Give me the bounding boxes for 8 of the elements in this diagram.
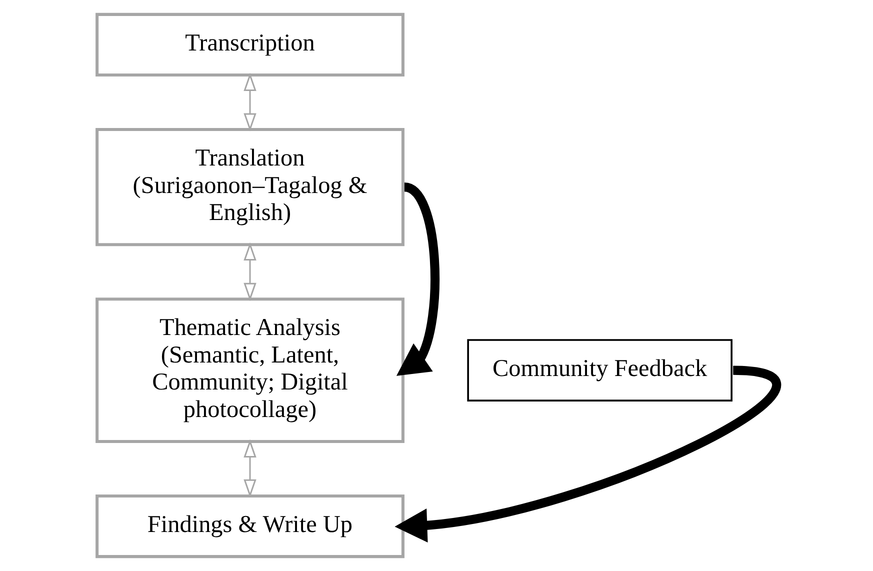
arrow bbox=[243, 72, 256, 132]
node-box: Transcription bbox=[95, 12, 404, 77]
arrow bbox=[394, 366, 780, 543]
node-box: Community Feedback bbox=[466, 339, 732, 402]
node-box: Findings & Write Up bbox=[95, 494, 404, 558]
node-box: Translation (Surigaonon–Tagalog & English) bbox=[95, 128, 404, 246]
arrow bbox=[243, 242, 256, 302]
node-box: Thematic Analysis (Semantic, Latent, Community; Digital photocollage) bbox=[95, 298, 404, 443]
